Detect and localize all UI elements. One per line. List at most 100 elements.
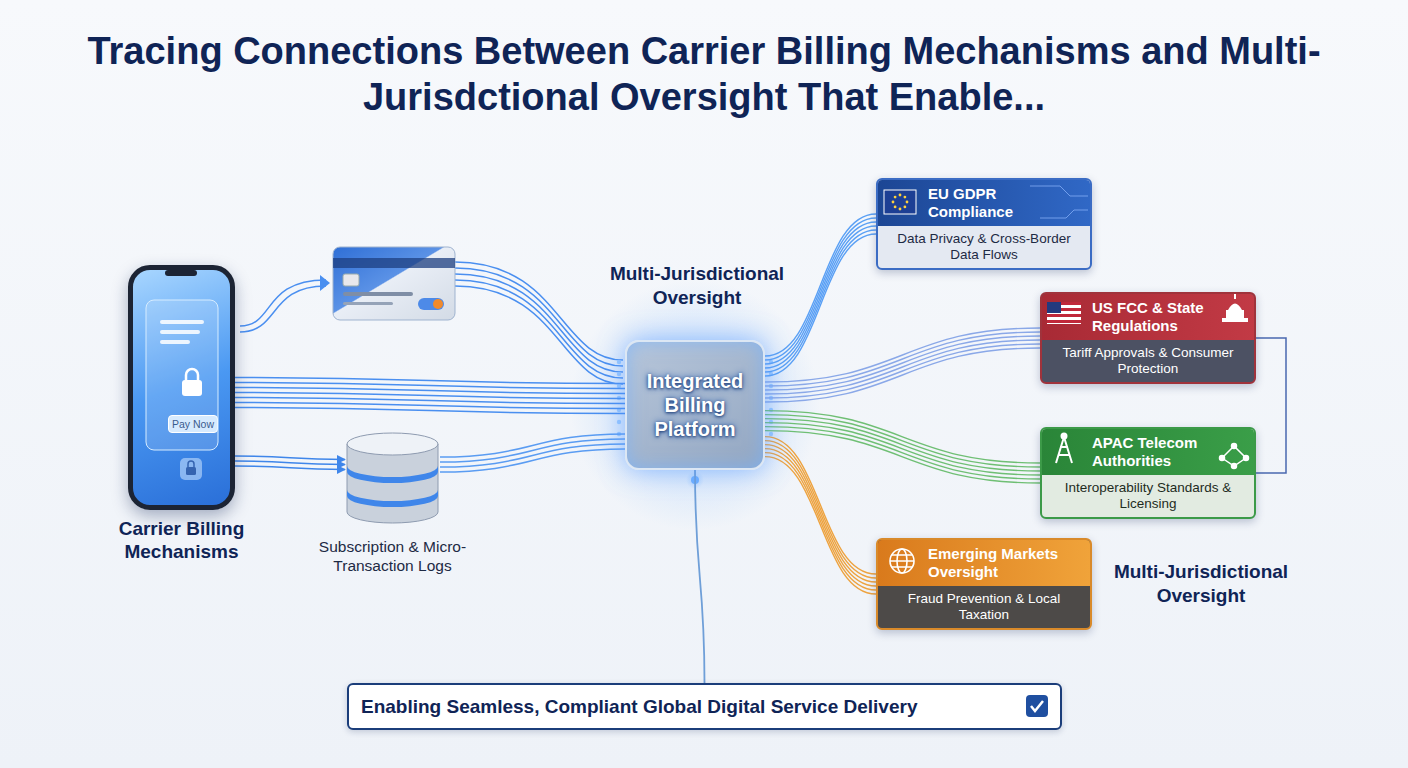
network-links — [1222, 446, 1246, 466]
connector-line — [765, 230, 876, 372]
connector — [765, 437, 876, 594]
connector-line — [235, 466, 345, 470]
star — [892, 201, 895, 204]
star — [899, 208, 902, 211]
card-toggle — [418, 298, 444, 310]
connector-line — [765, 457, 876, 594]
pin — [617, 420, 621, 424]
connector — [1256, 338, 1286, 473]
capitol-columns — [1226, 310, 1244, 318]
arrow-head — [320, 275, 330, 291]
check-mark — [1031, 701, 1043, 711]
capitol-icon — [1222, 294, 1248, 322]
connector — [440, 434, 625, 472]
connector-line — [765, 423, 1040, 475]
pin — [769, 432, 773, 436]
jurisdiction-box: US FCC & State RegulationsTariff Approva… — [1040, 292, 1256, 384]
box-heading: EU GDPR Compliance — [878, 180, 1090, 226]
flag — [884, 190, 916, 214]
check-box — [1026, 695, 1048, 717]
star — [894, 196, 897, 199]
connector-line — [765, 449, 876, 586]
star — [904, 206, 907, 209]
connector-line — [235, 456, 345, 460]
connector-line — [765, 427, 1040, 479]
wire — [455, 286, 623, 384]
check-icon — [1026, 695, 1048, 717]
connector-line — [765, 222, 876, 364]
lock-body — [182, 380, 202, 396]
capitol-base — [1222, 318, 1248, 322]
globe-meridian — [897, 549, 907, 573]
pin — [617, 360, 621, 364]
trace — [1030, 186, 1088, 196]
connector — [235, 456, 345, 470]
lock-icon — [186, 467, 196, 475]
box-body: Tariff Approvals & Consumer Protection — [1042, 340, 1254, 382]
phone-node: Pay NowCarrier Billing Mechanisms — [128, 265, 235, 510]
node-caption: Subscription & Micro-Transaction Logs — [310, 537, 475, 575]
database-cylinder — [345, 432, 440, 525]
network-dot — [1232, 464, 1237, 469]
connector-line — [765, 332, 1040, 386]
wire — [455, 280, 623, 378]
connector-line — [1256, 338, 1286, 473]
database-node: Subscription & Micro-Transaction Logs — [345, 432, 440, 525]
connector-line — [765, 226, 876, 368]
connector-line — [765, 411, 1040, 463]
phone-details — [146, 270, 218, 480]
stripe — [1047, 314, 1081, 317]
network-dot — [1220, 456, 1225, 461]
canton — [1047, 302, 1061, 313]
stripe — [1047, 320, 1081, 323]
button-label: Pay Now — [168, 415, 218, 433]
connector-line — [440, 434, 625, 457]
connector-line — [765, 419, 1040, 471]
network-dot — [1232, 444, 1237, 449]
box-heading: US FCC & State Regulations — [1042, 294, 1254, 340]
circuit-trace — [1030, 186, 1088, 218]
tower-top — [1062, 434, 1067, 439]
cylinder-top — [347, 433, 438, 455]
box-body: Interoperability Standards & Licensing — [1042, 475, 1254, 517]
node-label: Integrated Billing Platform — [627, 369, 763, 441]
connector-line — [765, 340, 1040, 394]
card-digits — [343, 302, 393, 305]
card-stripe — [333, 258, 455, 268]
connector-line — [765, 234, 876, 376]
us-flag-icon — [1047, 302, 1081, 324]
stripe — [1047, 302, 1081, 305]
cylinder-body — [347, 444, 438, 523]
node-caption: Carrier Billing Mechanisms — [92, 517, 272, 563]
lock-icon — [188, 461, 194, 467]
network-dot — [1244, 456, 1249, 461]
section-label: Multi-Jurisdictional Oversight — [592, 262, 802, 310]
star — [904, 196, 907, 199]
wire — [240, 286, 326, 332]
connector-line — [695, 470, 705, 683]
lock-shackle — [186, 369, 198, 381]
screen-line — [160, 340, 190, 344]
diagram-title: Tracing Connections Between Carrier Bill… — [54, 28, 1354, 120]
star — [899, 194, 902, 197]
box-body: Fraud Prevention & Local Taxation — [878, 586, 1090, 628]
connector-line — [765, 445, 876, 582]
star — [906, 201, 909, 204]
connector-line — [765, 431, 1040, 483]
card-toggle-knob — [433, 299, 443, 309]
stripe — [1047, 308, 1081, 311]
connector-line — [765, 415, 1040, 467]
connector — [765, 214, 876, 376]
star — [894, 206, 897, 209]
connector-line — [765, 344, 1040, 398]
outcome-bar: Enabling Seamless, Compliant Global Digi… — [347, 683, 1062, 730]
trace — [1040, 210, 1088, 218]
jurisdiction-box: APAC Telecom AuthoritiesInteroperability… — [1040, 427, 1256, 519]
home-button — [180, 458, 202, 480]
section-label: Multi-Jurisdictional Oversight — [1096, 560, 1306, 608]
connector-line — [765, 328, 1040, 382]
connector-line — [235, 407, 625, 413]
connector — [765, 328, 1040, 402]
box-heading: Emerging Markets Oversight — [878, 540, 1090, 586]
